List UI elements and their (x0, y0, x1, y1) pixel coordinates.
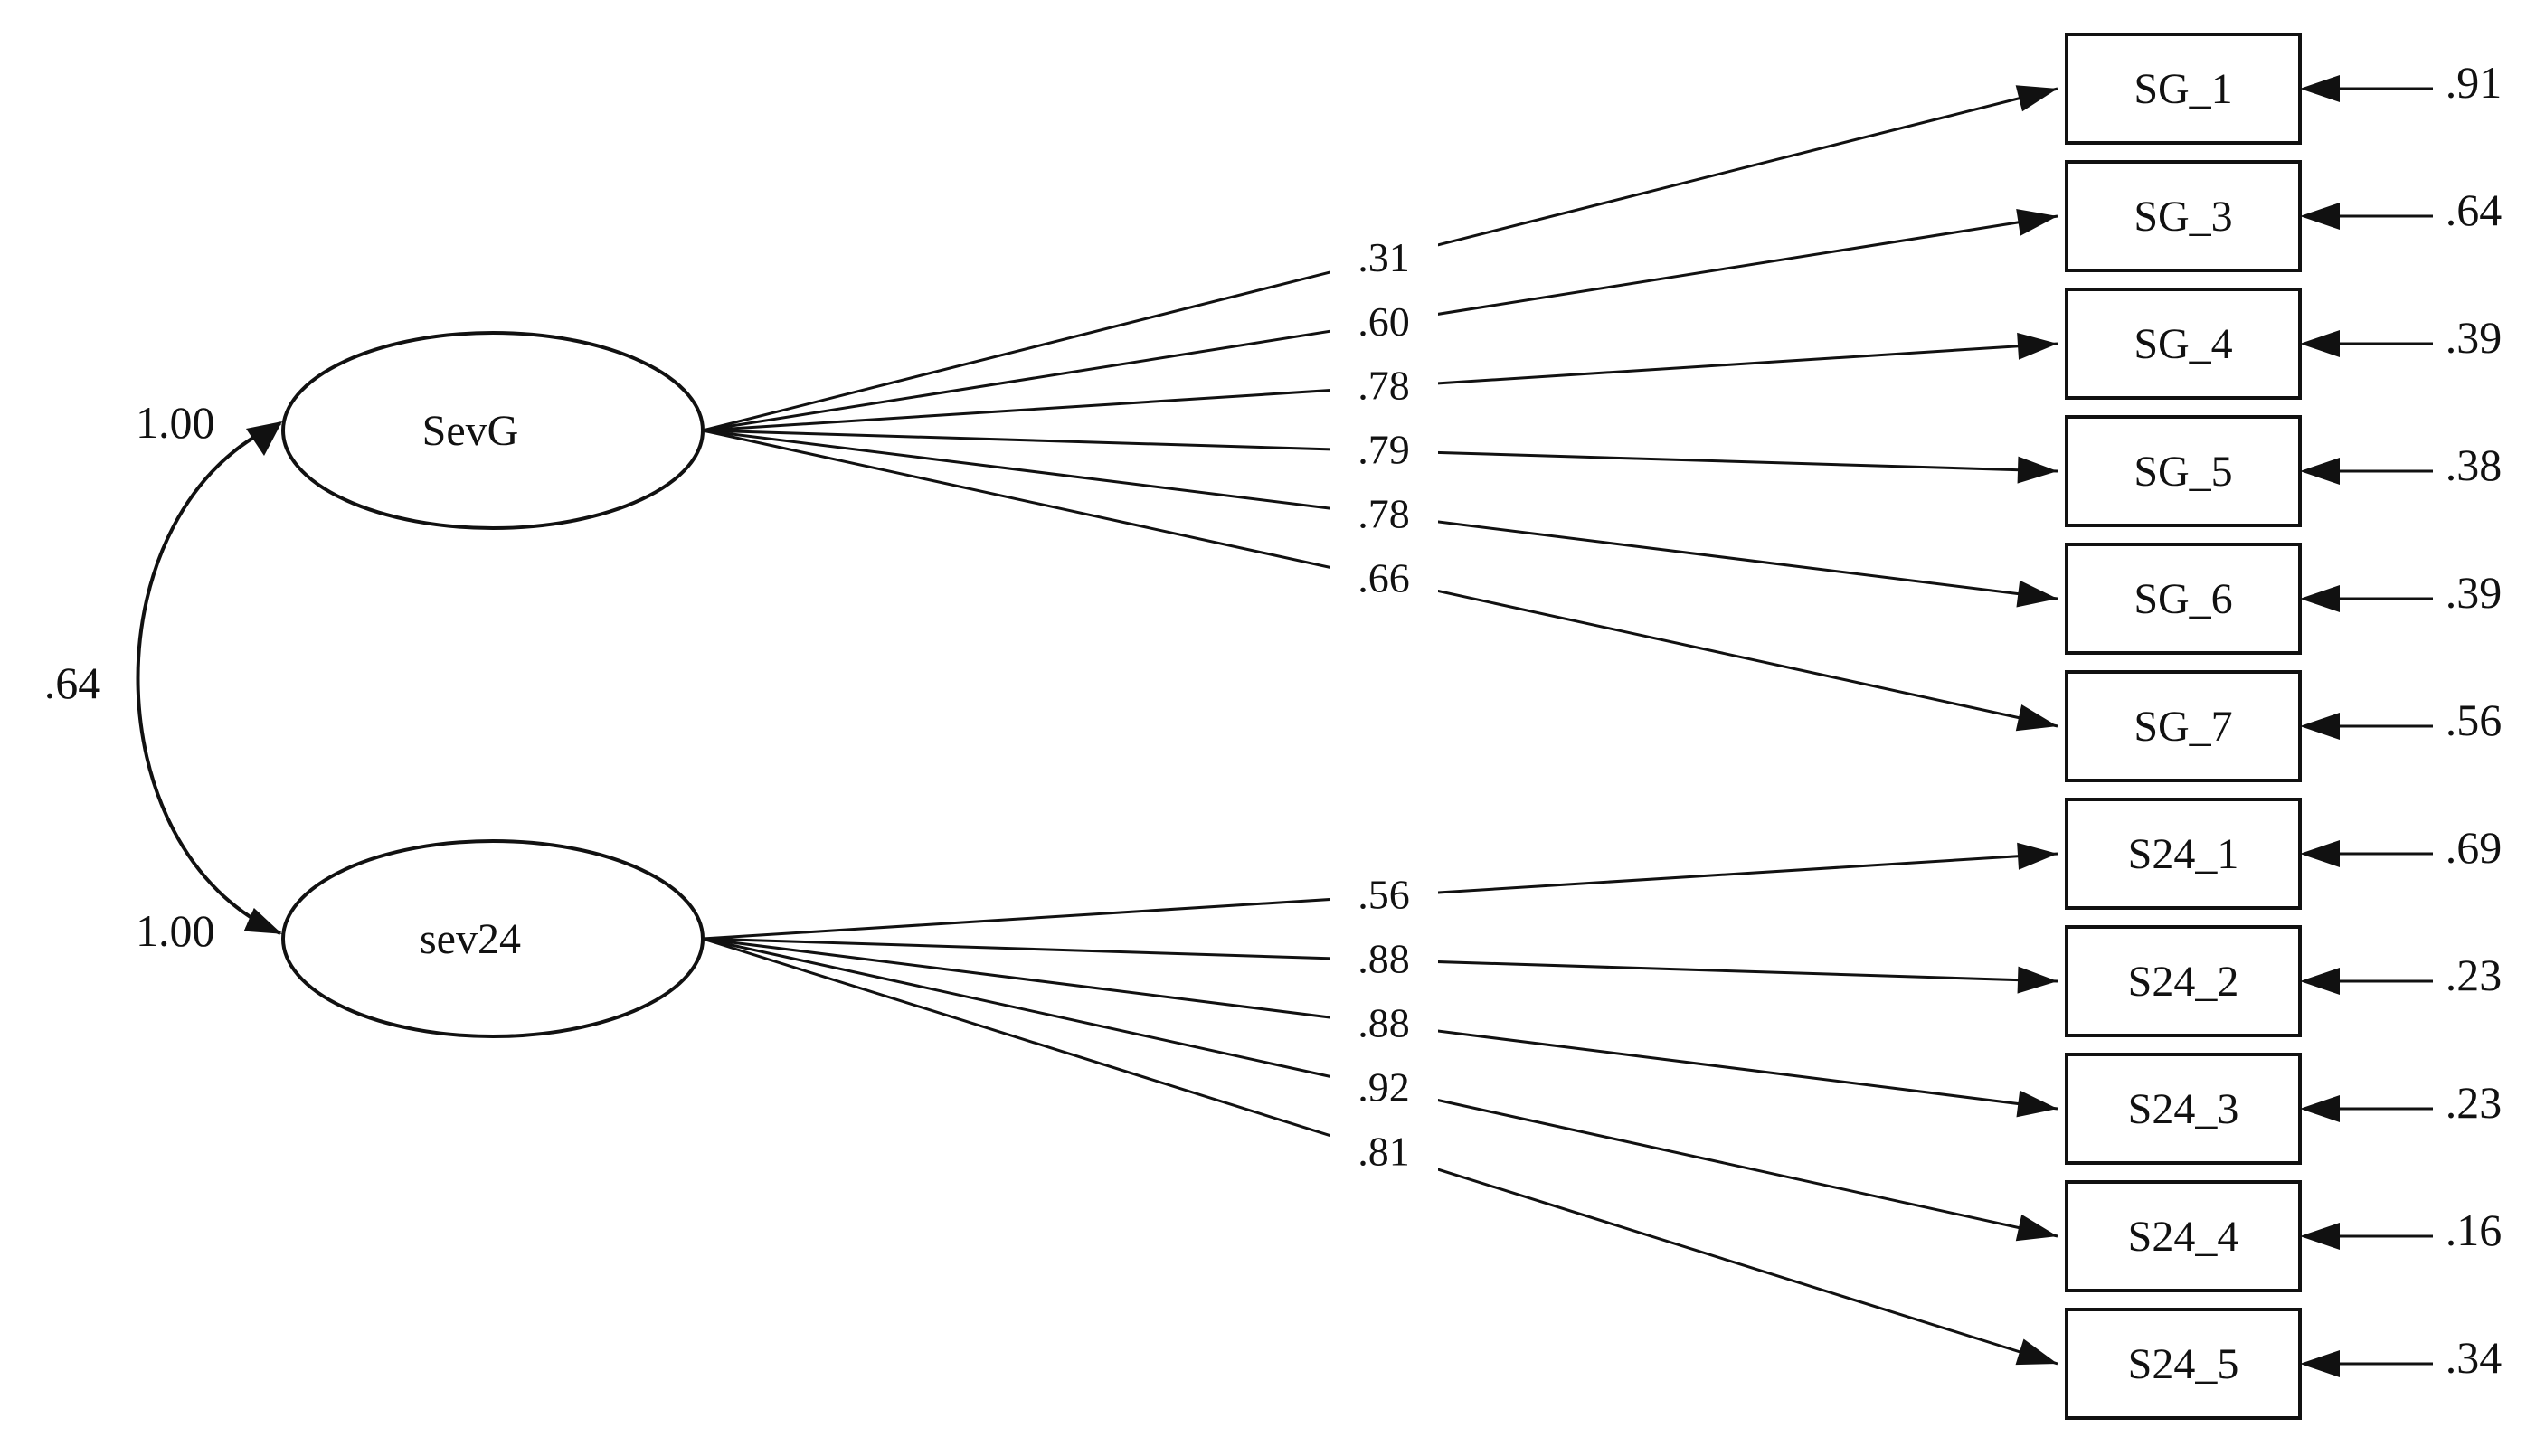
loading-arrowhead-s24_5 (2015, 1338, 2058, 1366)
sevg-variance-label: 1.00 (136, 397, 215, 448)
indicator-label-sg_7: SG_7 (2134, 703, 2232, 751)
error-arrowhead-s24_3 (2300, 1095, 2340, 1122)
loading-label-s24_2: .88 (1358, 936, 1410, 982)
loading-label-sg_3: .60 (1358, 298, 1410, 345)
sev24-variance-label: 1.00 (136, 905, 215, 956)
error-arrowhead-sg_6 (2300, 585, 2340, 612)
error-variance-label-sg_7: .56 (2446, 695, 2503, 745)
loading-arrowhead-sg_4 (2017, 332, 2058, 360)
loading-label-bg-sg_3 (1330, 291, 1438, 343)
covariance-arrowhead-top (246, 421, 282, 456)
indicator-box-sg_6 (2065, 543, 2302, 655)
indicator-box-s24_2 (2065, 925, 2302, 1037)
error-variance-label-s24_3: .23 (2446, 1077, 2503, 1128)
loading-label-bg-s24_5 (1330, 1121, 1438, 1173)
error-variance-label-sg_6: .39 (2446, 567, 2503, 618)
indicator-label-sg_3: SG_3 (2134, 193, 2232, 241)
error-arrowhead-s24_4 (2300, 1223, 2340, 1250)
loading-arrowhead-s24_1 (2017, 842, 2058, 870)
error-arrowhead-sg_5 (2300, 458, 2340, 485)
loading-label-bg-sg_6 (1330, 484, 1438, 535)
indicator-box-s24_1 (2065, 798, 2302, 910)
factor-correlation-label: .64 (44, 657, 101, 708)
error-variance-label-sg_4: .39 (2446, 312, 2503, 363)
indicator-box-sg_4 (2065, 288, 2302, 400)
indicator-label-sg_4: SG_4 (2134, 320, 2232, 368)
indicator-label-s24_5: S24_5 (2128, 1340, 2239, 1388)
indicator-box-s24_4 (2065, 1180, 2302, 1292)
error-variance-label-sg_5: .38 (2446, 440, 2503, 490)
error-variance-label-s24_5: .34 (2446, 1332, 2503, 1383)
indicator-label-s24_1: S24_1 (2128, 830, 2239, 878)
loading-label-bg-s24_3 (1330, 993, 1438, 1045)
error-variance-label-s24_4: .16 (2446, 1205, 2503, 1255)
loading-label-bg-sg_5 (1330, 420, 1438, 471)
loading-arrowhead-s24_4 (2015, 1214, 2058, 1242)
indicator-box-sg_5 (2065, 415, 2302, 527)
indicator-label-sg_5: SG_5 (2134, 448, 2232, 496)
loading-label-sg_4: .78 (1358, 363, 1410, 409)
loading-label-s24_4: .92 (1358, 1064, 1410, 1110)
indicator-label-s24_4: S24_4 (2128, 1213, 2239, 1261)
loading-label-s24_1: .56 (1358, 872, 1410, 918)
indicator-box-sg_3 (2065, 160, 2302, 272)
loading-arrowhead-sg_3 (2016, 209, 2058, 236)
error-arrowhead-s24_2 (2300, 968, 2340, 995)
error-variance-label-sg_3: .64 (2446, 184, 2503, 235)
error-arrowhead-s24_1 (2300, 840, 2340, 867)
indicator-group: .31 SG_1 .91 .60 SG_3 .64 .78 SG_4 .39 .79 SG_5 .38… (702, 33, 2503, 1420)
indicator-label-sg_6: SG_6 (2134, 575, 2232, 623)
loading-label-sg_1: .31 (1358, 234, 1410, 280)
loading-label-bg-sg_1 (1330, 227, 1438, 279)
error-arrowhead-sg_1 (2300, 75, 2340, 102)
error-arrowhead-sg_7 (2300, 713, 2340, 740)
indicator-label-sg_1: SG_1 (2134, 65, 2232, 113)
latent-factor-sevg-label: SevG (422, 407, 519, 455)
loading-arrowhead-sg_7 (2015, 704, 2058, 732)
loading-label-s24_3: .88 (1358, 1000, 1410, 1046)
factor-correlation-label-bg (20, 655, 119, 714)
factor-covariance-curve (136, 421, 282, 935)
loading-label-sg_6: .78 (1358, 490, 1410, 536)
error-variance-label-s24_2: .23 (2446, 950, 2503, 1000)
error-variance-label-s24_1: .69 (2446, 822, 2503, 873)
loading-arrowhead-s24_2 (2017, 966, 2058, 994)
loading-label-bg-sg_7 (1330, 548, 1438, 600)
error-arrowhead-sg_4 (2300, 330, 2340, 357)
loading-label-sg_7: .66 (1358, 554, 1410, 600)
error-arrowhead-s24_5 (2300, 1350, 2340, 1377)
error-arrowhead-sg_3 (2300, 203, 2340, 230)
loading-label-bg-sg_4 (1330, 355, 1438, 407)
latent-factor-sev24-label: sev24 (420, 915, 521, 963)
indicator-label-s24_3: S24_3 (2128, 1085, 2239, 1133)
loading-arrowhead-sg_5 (2017, 456, 2058, 484)
error-variance-label-sg_1: .91 (2446, 57, 2503, 108)
loading-label-bg-s24_1 (1330, 865, 1438, 916)
indicator-box-s24_3 (2065, 1053, 2302, 1165)
loading-arrowhead-s24_3 (2016, 1090, 2058, 1118)
loading-label-bg-s24_4 (1330, 1057, 1438, 1109)
loading-label-s24_5: .81 (1358, 1128, 1410, 1174)
indicator-label-s24_2: S24_2 (2128, 958, 2239, 1006)
loading-arrowhead-sg_1 (2015, 85, 2058, 112)
loading-label-sg_5: .79 (1358, 427, 1410, 473)
loading-arrowhead-sg_6 (2016, 580, 2058, 608)
loading-label-bg-s24_2 (1330, 929, 1438, 980)
